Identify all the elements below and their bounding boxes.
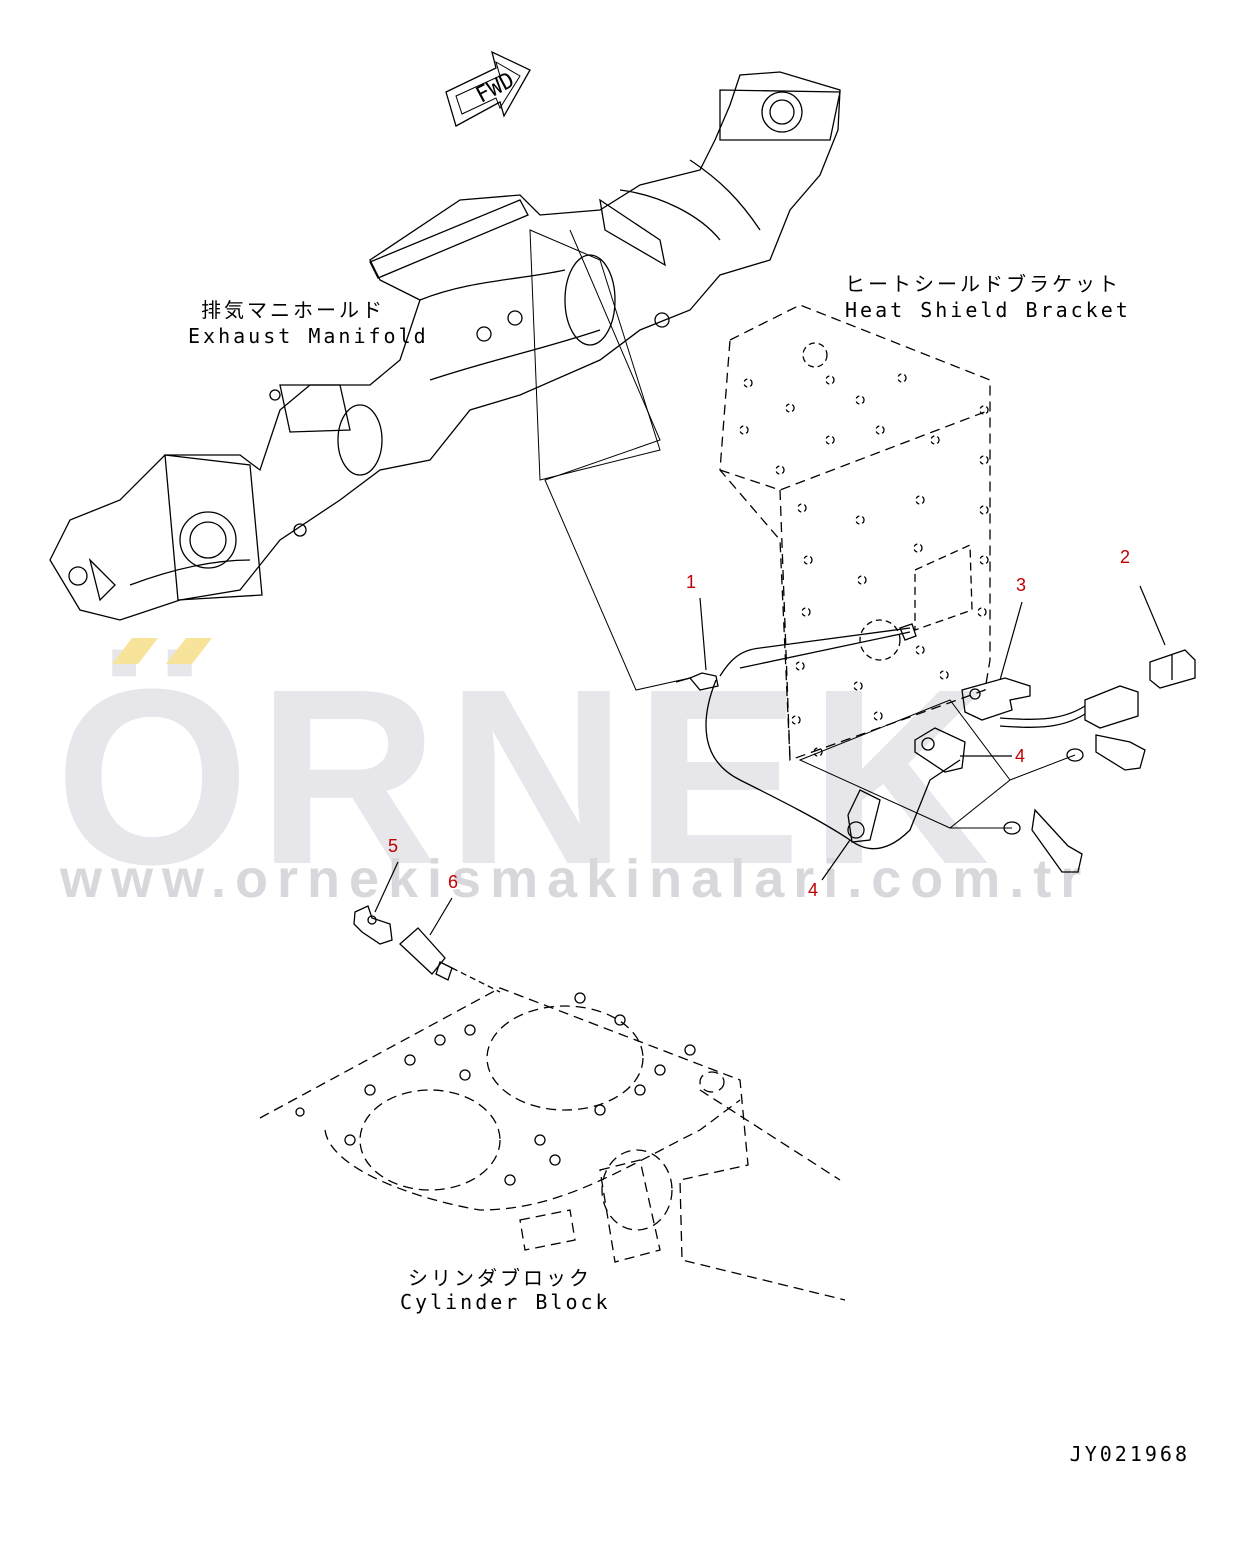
cylinder-block-holes <box>295 992 696 1186</box>
callout-6: 6 <box>448 872 459 892</box>
part-2-connector <box>999 649 1196 729</box>
part-6-adapter <box>399 927 501 993</box>
cylinder-block-label-jp: シリンダブロック <box>408 1266 592 1290</box>
part-4-clamp-lower <box>847 789 881 843</box>
fwd-arrow: FWD <box>445 50 531 127</box>
part-5-sensor <box>353 905 393 945</box>
drawing-code: JY021968 <box>1069 1442 1190 1466</box>
heat-shield-label-jp: ヒートシールドブラケット <box>845 272 1121 296</box>
part-3-bracket <box>961 677 1031 721</box>
callout-1: 1 <box>686 572 697 592</box>
heat-shield-label-en: Heat Shield Bracket <box>845 298 1131 322</box>
callout-4-upper: 4 <box>1015 746 1026 766</box>
exhaust-manifold <box>49 71 841 621</box>
watermark-brand: ÖRNEK <box>55 637 998 916</box>
cylinder-block-label-en: Cylinder Block <box>400 1290 611 1314</box>
bolts <box>1003 734 1146 873</box>
cylinder-block <box>259 987 846 1301</box>
callout-5: 5 <box>388 836 399 856</box>
heat-shield-bracket <box>719 304 991 761</box>
part-4-clamp-upper <box>914 727 966 773</box>
callout-2: 2 <box>1120 547 1131 567</box>
part-1-sensor <box>675 623 961 850</box>
exhaust-manifold-label-en: Exhaust Manifold <box>188 324 429 348</box>
callout-3: 3 <box>1016 575 1027 595</box>
callout-4-lower: 4 <box>808 880 819 900</box>
exhaust-manifold-label-jp: 排気マニホールド <box>201 298 385 322</box>
watermark-accent <box>112 638 212 664</box>
watermark-url: www.ornekismakinalari.com.tr <box>60 849 1091 909</box>
